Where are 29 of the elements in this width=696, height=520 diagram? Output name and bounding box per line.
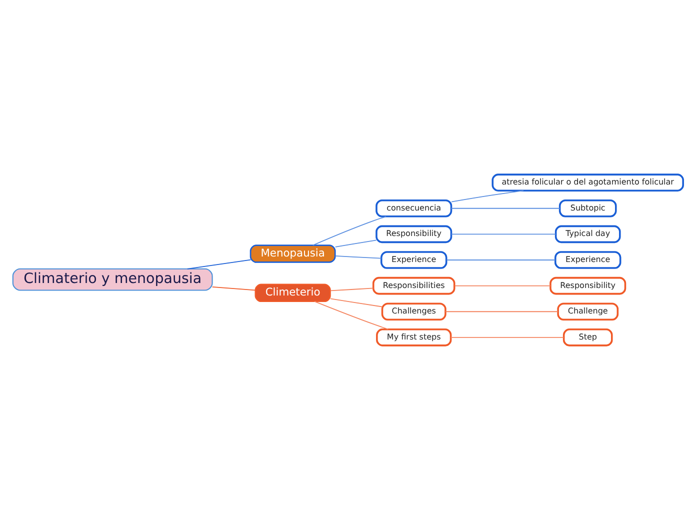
connector <box>334 256 382 259</box>
node-box: Experience <box>380 251 448 269</box>
connector <box>312 216 386 246</box>
connector <box>454 285 551 286</box>
node-box: Experience <box>554 251 622 269</box>
node-box: Climeterio <box>254 284 331 302</box>
node-box: Subtopic <box>558 199 617 218</box>
node-box: Responsibility <box>376 225 452 244</box>
node-box: Responsibility <box>550 276 626 295</box>
connector <box>450 336 564 338</box>
connector <box>450 208 560 209</box>
node-box: Climaterio y menopausia <box>12 268 213 291</box>
connector <box>330 298 383 308</box>
node-box: consecuencia <box>376 199 452 218</box>
node-box: My first steps <box>376 328 452 346</box>
connector <box>445 311 558 312</box>
node-box: Challenges <box>381 302 446 321</box>
node-box: Responsibilities <box>372 276 456 295</box>
connector <box>212 286 256 291</box>
node-box: Menopausia <box>250 244 336 263</box>
node-box: Typical day <box>554 225 621 244</box>
connector <box>186 259 251 270</box>
node-box: Challenge <box>557 302 619 321</box>
connector <box>451 190 524 202</box>
connector <box>330 288 374 292</box>
node-box: atresia folicular o del agotamiento folicular <box>492 174 684 192</box>
node-box: Step <box>562 328 613 346</box>
connector <box>334 240 377 248</box>
connector <box>450 234 556 235</box>
